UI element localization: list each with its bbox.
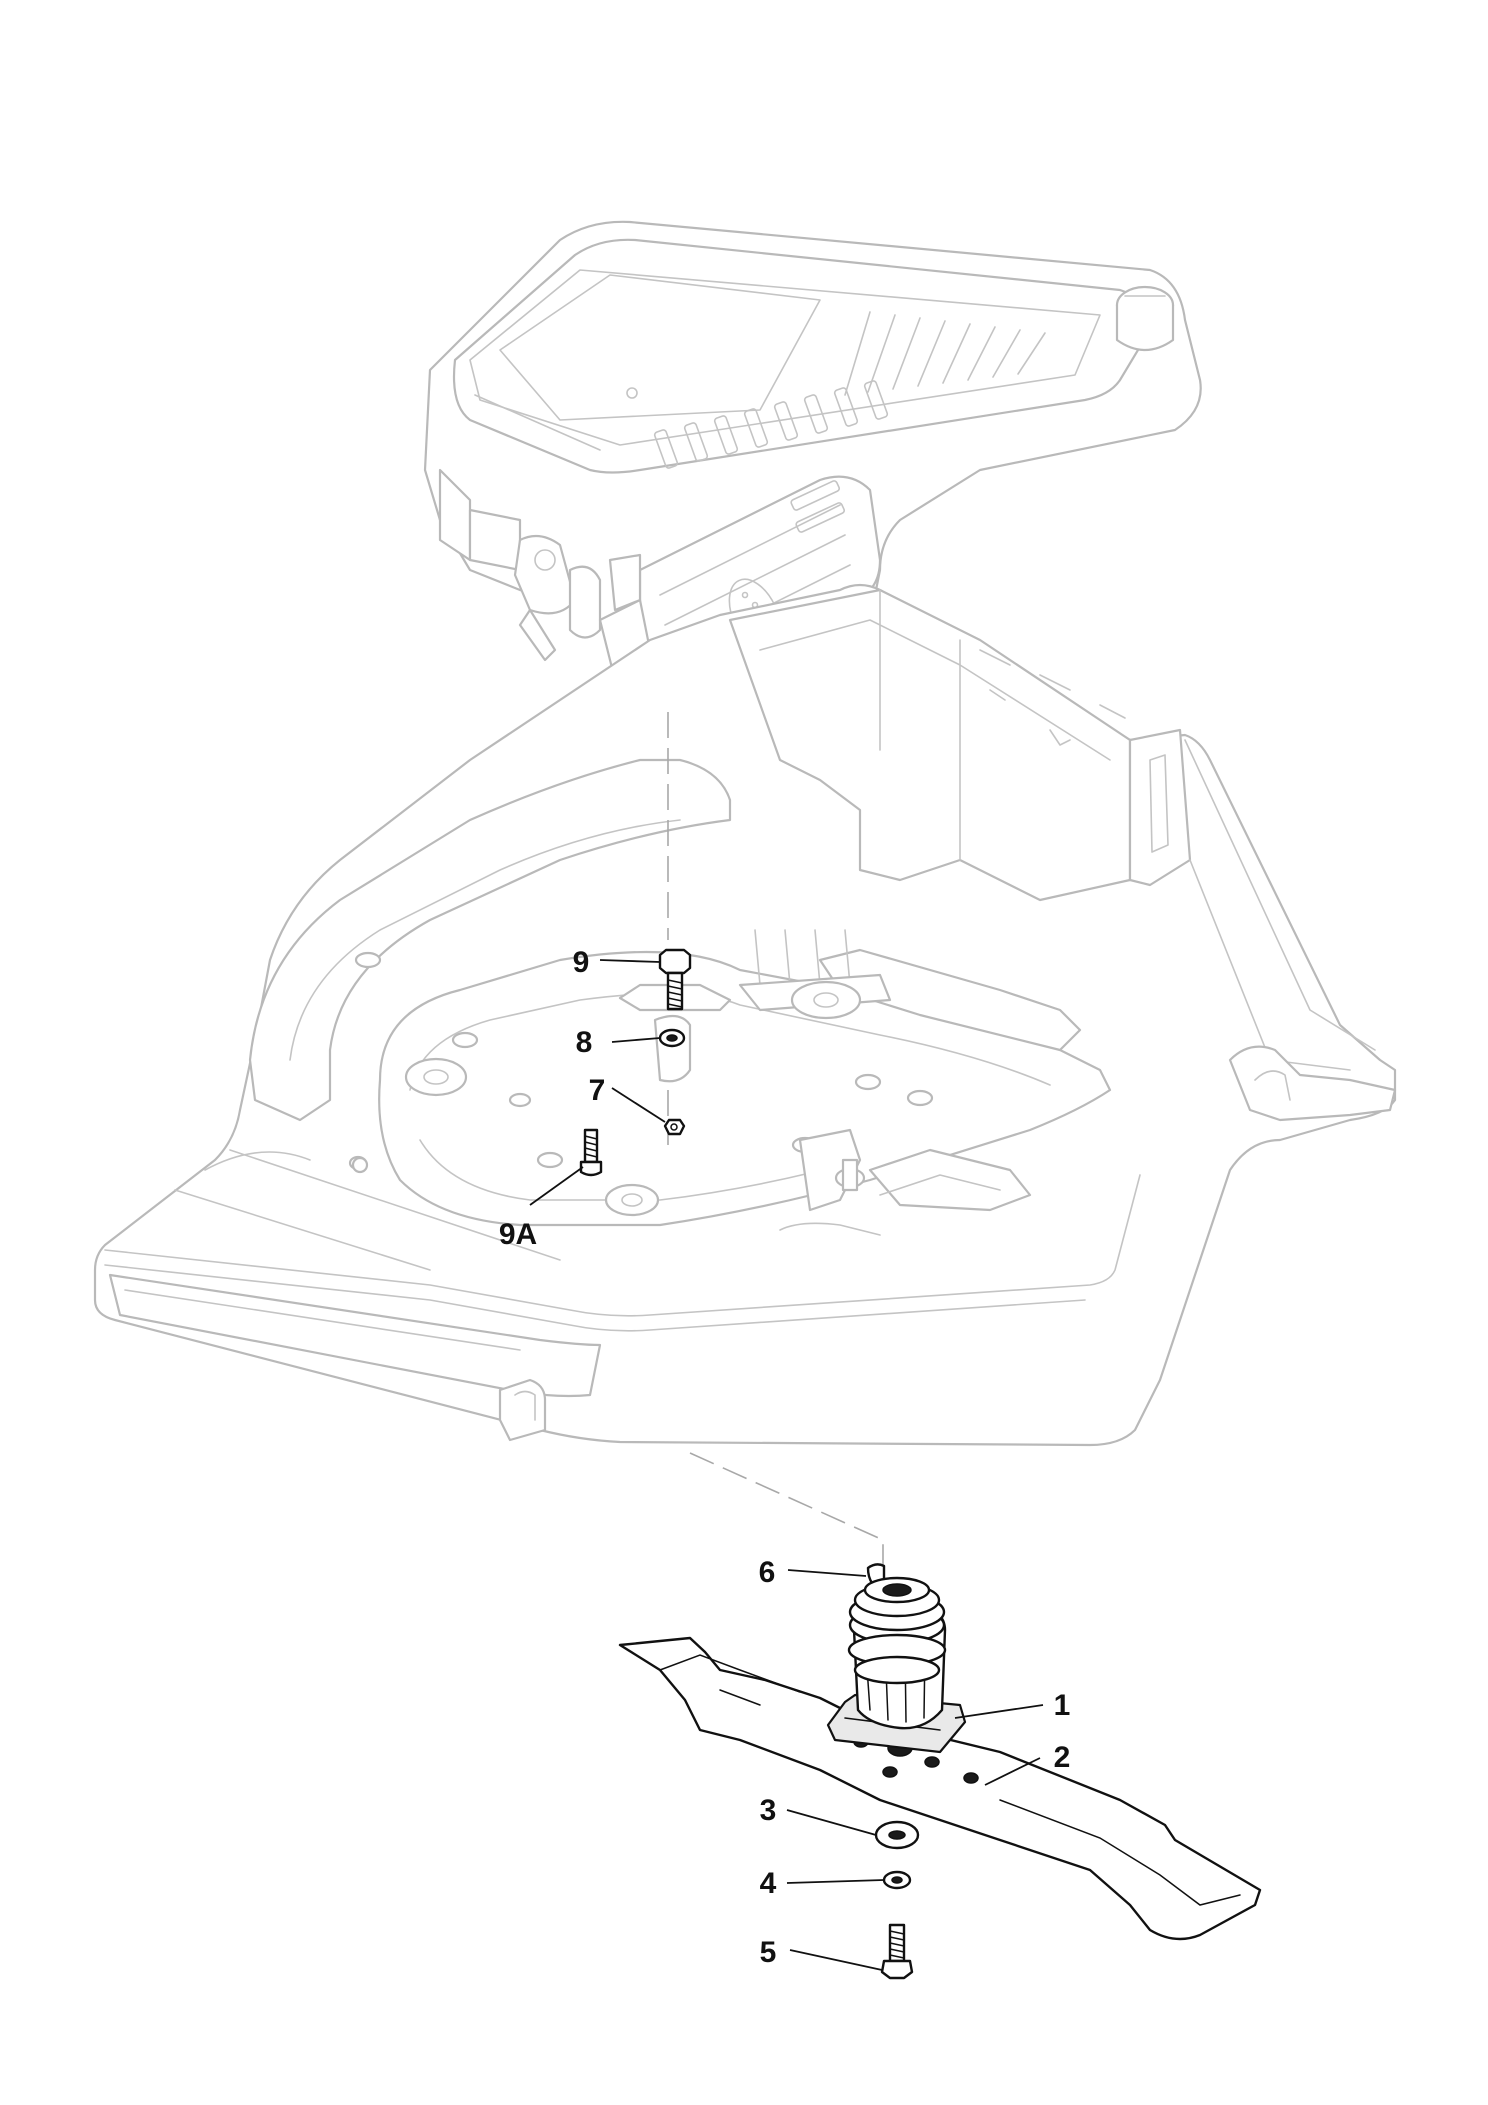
callout-3: 3 [760, 1794, 777, 1827]
callout-9: 9 [573, 946, 590, 979]
alignment-axes [667, 712, 884, 1600]
part-4-lockwasher [882, 1870, 912, 1890]
callout-4: 4 [760, 1867, 777, 1900]
leader-2 [984, 1757, 1041, 1786]
leader-7 [611, 1087, 666, 1123]
part-3-washer [874, 1820, 920, 1850]
callout-7: 7 [589, 1074, 606, 1107]
part-8-washer [658, 1028, 686, 1048]
leader-5 [789, 1949, 883, 1971]
leader-9a [529, 1166, 584, 1206]
callout-9a: 9A [499, 1218, 537, 1251]
leader-9 [599, 959, 661, 963]
part-1-hub [826, 1576, 967, 1754]
leader-1 [954, 1704, 1044, 1719]
leader-4 [786, 1879, 885, 1884]
callout-8: 8 [576, 1026, 593, 1059]
part-2-blade [618, 1636, 1262, 1941]
part-9-bolt [658, 948, 692, 1011]
leader-3 [786, 1809, 877, 1836]
part-9a-bolt [579, 1128, 603, 1177]
callout-labels: 9 8 7 9A 6 1 2 3 4 5 [499, 946, 1071, 1969]
leader-8 [611, 1037, 661, 1043]
part-7-nut [663, 1118, 686, 1136]
part-5-bolt [880, 1923, 914, 1980]
leader-6 [787, 1569, 867, 1577]
leader-lines [529, 959, 1044, 1971]
callout-6: 6 [759, 1556, 776, 1589]
callout-1: 1 [1054, 1689, 1071, 1722]
callout-5: 5 [760, 1936, 777, 1969]
callout-2: 2 [1054, 1741, 1071, 1774]
mower-deck-ghost [93, 583, 1397, 1447]
